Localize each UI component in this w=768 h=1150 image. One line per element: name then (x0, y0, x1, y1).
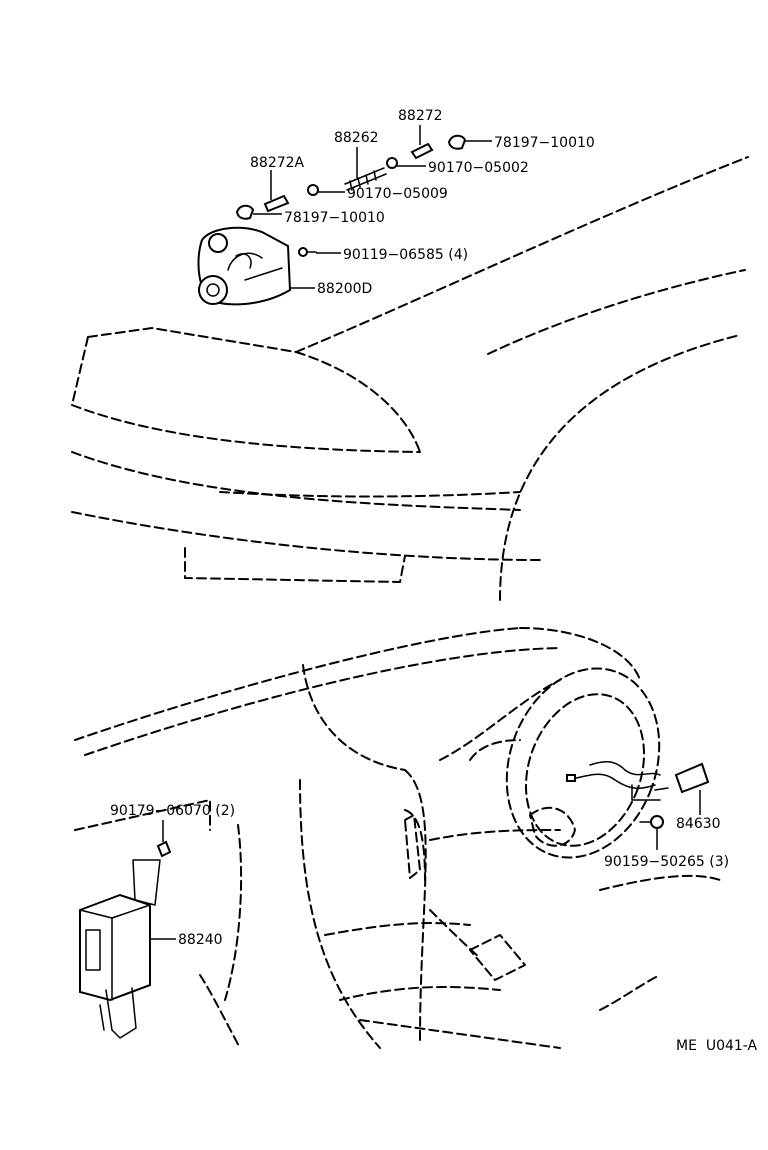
part-label-90170-05002: 90170−05002 (428, 160, 529, 176)
part-label-88200D: 88200D (317, 281, 372, 297)
leader-lines (150, 125, 701, 940)
part-labels: 88272 78197−10010 88262 90170−05002 8827… (110, 108, 758, 1054)
control-unit-icon (79, 859, 161, 1039)
part-label-88272A: 88272A (250, 155, 305, 171)
part-label-84630: 84630 (676, 816, 721, 832)
dashboard-outline (74, 627, 721, 1049)
part-label-90119: 90119−06585 (4) (343, 247, 468, 263)
part-label-88240: 88240 (178, 932, 223, 948)
part-label-88272: 88272 (398, 108, 443, 124)
cruise-switch-icon (566, 760, 710, 801)
actuator-icon (197, 226, 292, 306)
part-label-90170-05009: 90170−05009 (347, 186, 448, 202)
part-label-78197-mid: 78197−10010 (284, 210, 385, 226)
part-label-78197-top: 78197−10010 (494, 135, 595, 151)
part-label-90179: 90179−06070 (2) (110, 803, 235, 819)
part-label-88262: 88262 (334, 130, 379, 146)
car-front-outline (71, 156, 749, 601)
part-label-90159: 90159−50265 (3) (604, 854, 729, 870)
diagram-code: ME U041-A (676, 1038, 758, 1054)
fastener-icon (156, 134, 664, 858)
